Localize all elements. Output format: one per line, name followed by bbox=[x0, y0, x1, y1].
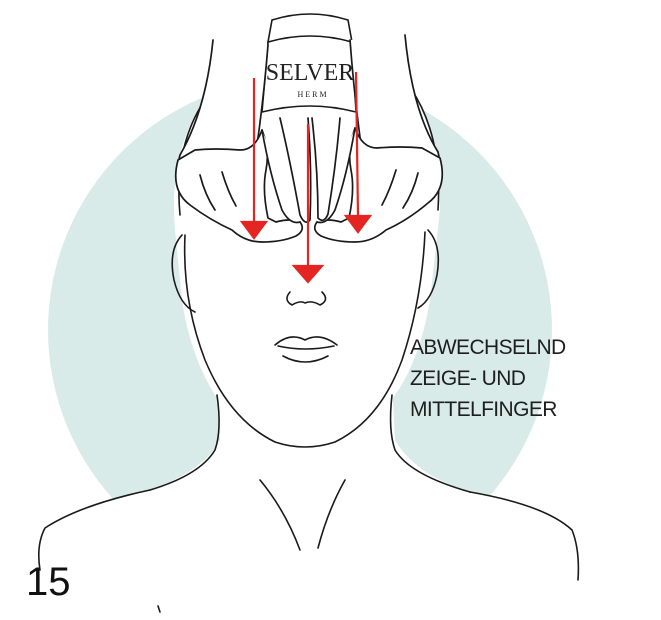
instruction-line: ZEIGE- UND bbox=[410, 363, 566, 394]
instruction-caption: ABWECHSELND ZEIGE- UND MITTELFINGER bbox=[410, 332, 566, 425]
instruction-line: ABWECHSELND bbox=[410, 332, 566, 363]
headband: SELVER H E R M bbox=[262, 14, 356, 112]
instruction-line: MITTELFINGER bbox=[410, 394, 566, 425]
step-number: 15 bbox=[26, 558, 71, 606]
headband-subtext: H E R M bbox=[297, 90, 326, 99]
headband-brand: SELVER bbox=[266, 60, 354, 86]
